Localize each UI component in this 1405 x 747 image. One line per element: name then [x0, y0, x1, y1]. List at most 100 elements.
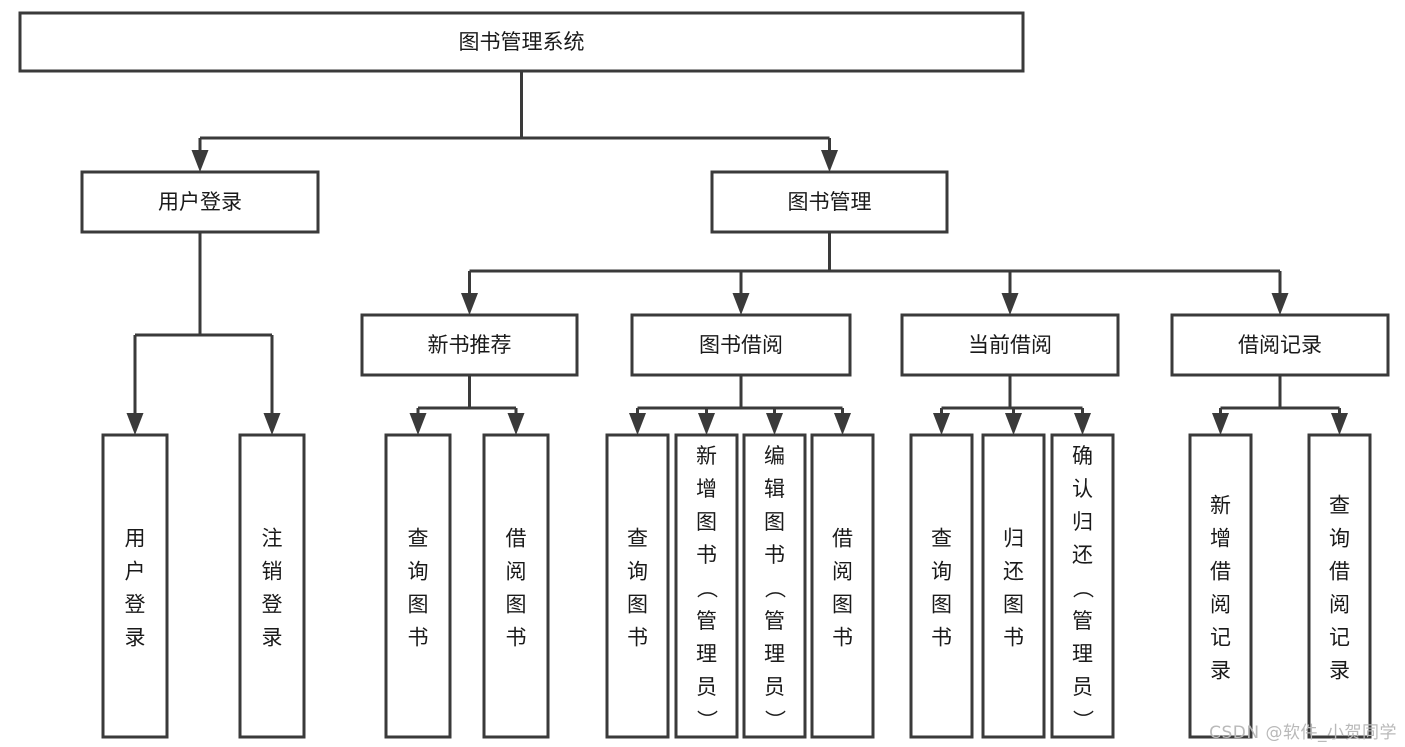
- node-box: [810, 433, 875, 739]
- arrowhead-icon: [732, 293, 750, 315]
- node-label-char: 录: [1210, 659, 1231, 683]
- node-label-char: 辑: [764, 477, 785, 501]
- node-label-char: 确: [1072, 444, 1093, 468]
- node-label-char: 用: [125, 527, 146, 551]
- arrowhead-icon: [821, 150, 838, 172]
- arrowhead-icon: [834, 413, 851, 435]
- arrowhead-icon: [933, 413, 950, 435]
- node-box: [742, 433, 807, 739]
- node-label-char: 还: [1003, 560, 1024, 584]
- node-box: [710, 170, 949, 234]
- node-label-char: 借: [1329, 560, 1350, 584]
- node-label-char: 登: [125, 593, 146, 617]
- node-label-char: 查: [931, 527, 952, 551]
- node-box: [1307, 433, 1372, 739]
- node-label-char: 编: [764, 444, 785, 468]
- node-label-char: 录: [262, 626, 283, 650]
- node-label-char: 书: [931, 626, 952, 650]
- node-label-char: 书: [1003, 626, 1024, 650]
- node-label-char: 书: [832, 626, 853, 650]
- arrowhead-icon: [126, 413, 144, 435]
- node-label-char: 新: [696, 444, 717, 468]
- node-box: [18, 11, 1025, 73]
- node-layer: 图书管理系统用户登录图书管理新书推荐图书借阅当前借阅借阅记录用户登录注销登录查询…: [18, 11, 1390, 739]
- node-label-char: 增: [1210, 527, 1231, 551]
- node-label: 当前借阅: [968, 333, 1052, 357]
- node-label-char: 销: [262, 560, 283, 584]
- connector-layer: [126, 71, 1348, 435]
- node-label-char: 查: [408, 527, 429, 551]
- node-label: 图书借阅: [699, 333, 783, 357]
- node-label-char: 图: [1003, 593, 1024, 617]
- node-label-char: 书: [506, 626, 527, 650]
- node-label-char: 归: [1072, 510, 1093, 534]
- arrowhead-icon: [1331, 413, 1348, 435]
- node-label-char: 注: [262, 527, 283, 551]
- node-label-char: 新: [1210, 494, 1231, 518]
- node-label-char: ）: [763, 710, 787, 731]
- node-label-char: 员: [696, 675, 717, 699]
- node-label-char: 书: [764, 543, 785, 567]
- node-label-char: 记: [1329, 626, 1350, 650]
- node-label-char: 图: [931, 593, 952, 617]
- node-label-char: 图: [696, 510, 717, 534]
- node-label-char: 图: [506, 593, 527, 617]
- node-box: [1170, 313, 1390, 377]
- node-label-char: 查: [1329, 494, 1350, 518]
- node-l3_1[interactable]: 图书借阅: [630, 313, 852, 377]
- node-label-char: 询: [1329, 527, 1350, 551]
- arrowhead-icon: [1212, 413, 1229, 435]
- node-root[interactable]: 图书管理系统: [18, 11, 1025, 73]
- arrowhead-icon: [191, 150, 209, 172]
- node-label-char: 记: [1210, 626, 1231, 650]
- node-l2_1[interactable]: 图书管理: [710, 170, 949, 234]
- node-label-char: 图: [764, 510, 785, 534]
- node-label-char: 阅: [832, 560, 853, 584]
- arrowhead-icon: [409, 413, 427, 435]
- node-label-char: 查: [627, 527, 648, 551]
- node-l4_0[interactable]: 用户登录: [101, 433, 169, 739]
- node-l3_2[interactable]: 当前借阅: [900, 313, 1120, 377]
- node-label-char: 管: [696, 609, 717, 633]
- node-l2_0[interactable]: 用户登录: [80, 170, 320, 234]
- node-label-char: 图: [832, 593, 853, 617]
- node-box: [981, 433, 1046, 739]
- node-label-char: 询: [627, 560, 648, 584]
- node-label-char: 书: [408, 626, 429, 650]
- node-label-char: 询: [931, 560, 952, 584]
- node-label-char: （: [695, 578, 719, 599]
- node-box: [605, 433, 670, 739]
- node-label-char: 增: [696, 477, 717, 501]
- arrowhead-icon: [461, 293, 478, 315]
- node-label-char: 登: [262, 593, 283, 617]
- node-label-char: ）: [1071, 710, 1095, 731]
- node-label-char: 阅: [1210, 593, 1231, 617]
- node-label-char: 户: [125, 560, 146, 584]
- node-label-char: 还: [1072, 543, 1093, 567]
- node-label-char: 询: [408, 560, 429, 584]
- node-label-char: 借: [1210, 560, 1231, 584]
- arrowhead-icon: [1074, 413, 1091, 435]
- node-l3_3[interactable]: 借阅记录: [1170, 313, 1390, 377]
- node-label: 用户登录: [158, 190, 242, 214]
- node-label-char: 员: [1072, 675, 1093, 699]
- node-box: [384, 433, 452, 739]
- node-label-char: 管: [764, 609, 785, 633]
- node-box: [482, 433, 550, 739]
- arrowhead-icon: [507, 413, 525, 435]
- node-box: [360, 313, 579, 377]
- node-label-char: 阅: [1329, 593, 1350, 617]
- node-l3_0[interactable]: 新书推荐: [360, 313, 579, 377]
